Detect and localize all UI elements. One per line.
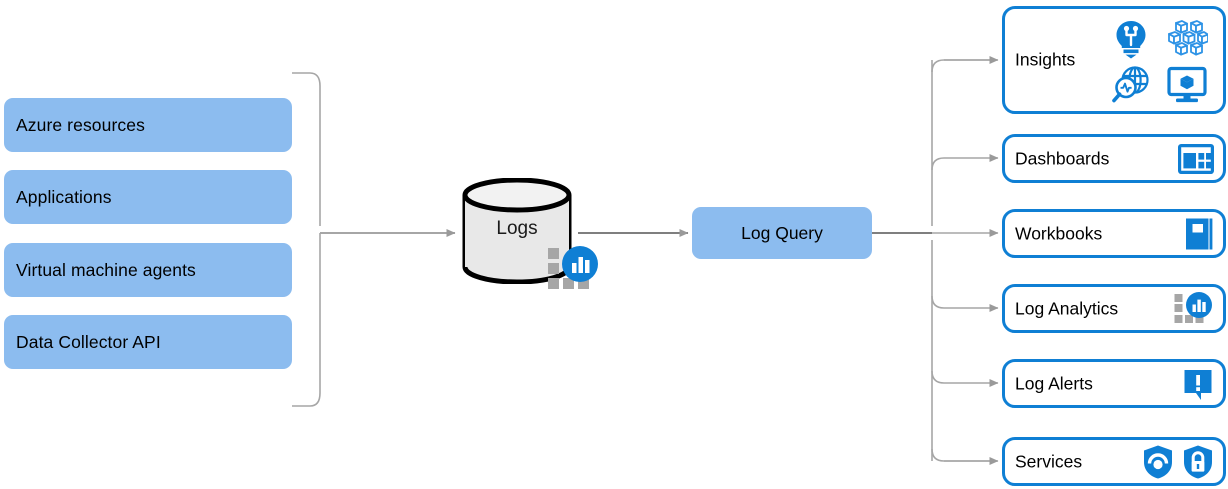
output-box-dashboards[interactable]: Dashboards — [1002, 134, 1226, 183]
output-box-log-alerts[interactable]: Log Alerts — [1002, 359, 1226, 408]
shield-eye-icon — [1142, 444, 1174, 480]
output-box-services[interactable]: Services — [1002, 437, 1226, 486]
output-label: Log Analytics — [1015, 298, 1119, 318]
cylinder-shape — [462, 178, 572, 284]
output-box-insights[interactable]: Insights — [1002, 6, 1226, 114]
output-box-workbooks[interactable]: Workbooks — [1002, 209, 1226, 258]
source-label: Applications — [16, 186, 112, 207]
log-analytics-icon — [548, 246, 598, 289]
monitor-cube-icon — [1166, 66, 1208, 104]
alert-bubble-icon — [1182, 367, 1214, 401]
output-label: Insights — [1015, 49, 1076, 70]
shield-lock-icon — [1182, 444, 1214, 480]
source-box-azure-resources[interactable]: Azure resources — [4, 98, 292, 152]
branch-to-dashboards — [931, 154, 999, 171]
dashboard-tiles-icon — [1178, 143, 1214, 174]
output-label: Dashboards — [1015, 148, 1110, 168]
sources-bracket — [292, 72, 321, 407]
output-trunk-top-curve — [931, 59, 996, 73]
source-label: Virtual machine agents — [16, 259, 196, 280]
output-label: Workbooks — [1015, 223, 1103, 243]
source-box-data-collector-api[interactable]: Data Collector API — [4, 315, 292, 369]
source-box-virtual-machine-agents[interactable]: Virtual machine agents — [4, 243, 292, 297]
output-trunk-bottom-curve — [931, 448, 996, 462]
log-query-label: Log Query — [741, 222, 823, 243]
branch-to-log-alerts — [931, 370, 999, 387]
insights-icon-grid — [1103, 16, 1215, 108]
output-label: Log Alerts — [1015, 373, 1093, 393]
globe-magnifier-icon — [1110, 65, 1152, 105]
log-query-box[interactable]: Log Query — [692, 207, 872, 259]
branch-to-log-analytics — [931, 295, 999, 312]
container-nodes-icon — [1166, 19, 1209, 59]
source-label: Data Collector API — [16, 331, 161, 352]
source-box-applications[interactable]: Applications — [4, 170, 292, 224]
logs-datastore[interactable]: Logs — [459, 178, 598, 289]
output-label: Services — [1015, 451, 1083, 471]
output-box-log-analytics[interactable]: Log Analytics — [1002, 284, 1226, 333]
workbook-icon — [1184, 217, 1214, 251]
lightbulb-icon — [1112, 19, 1150, 59]
log-analytics-icon — [1174, 291, 1214, 326]
source-label: Azure resources — [16, 114, 145, 135]
